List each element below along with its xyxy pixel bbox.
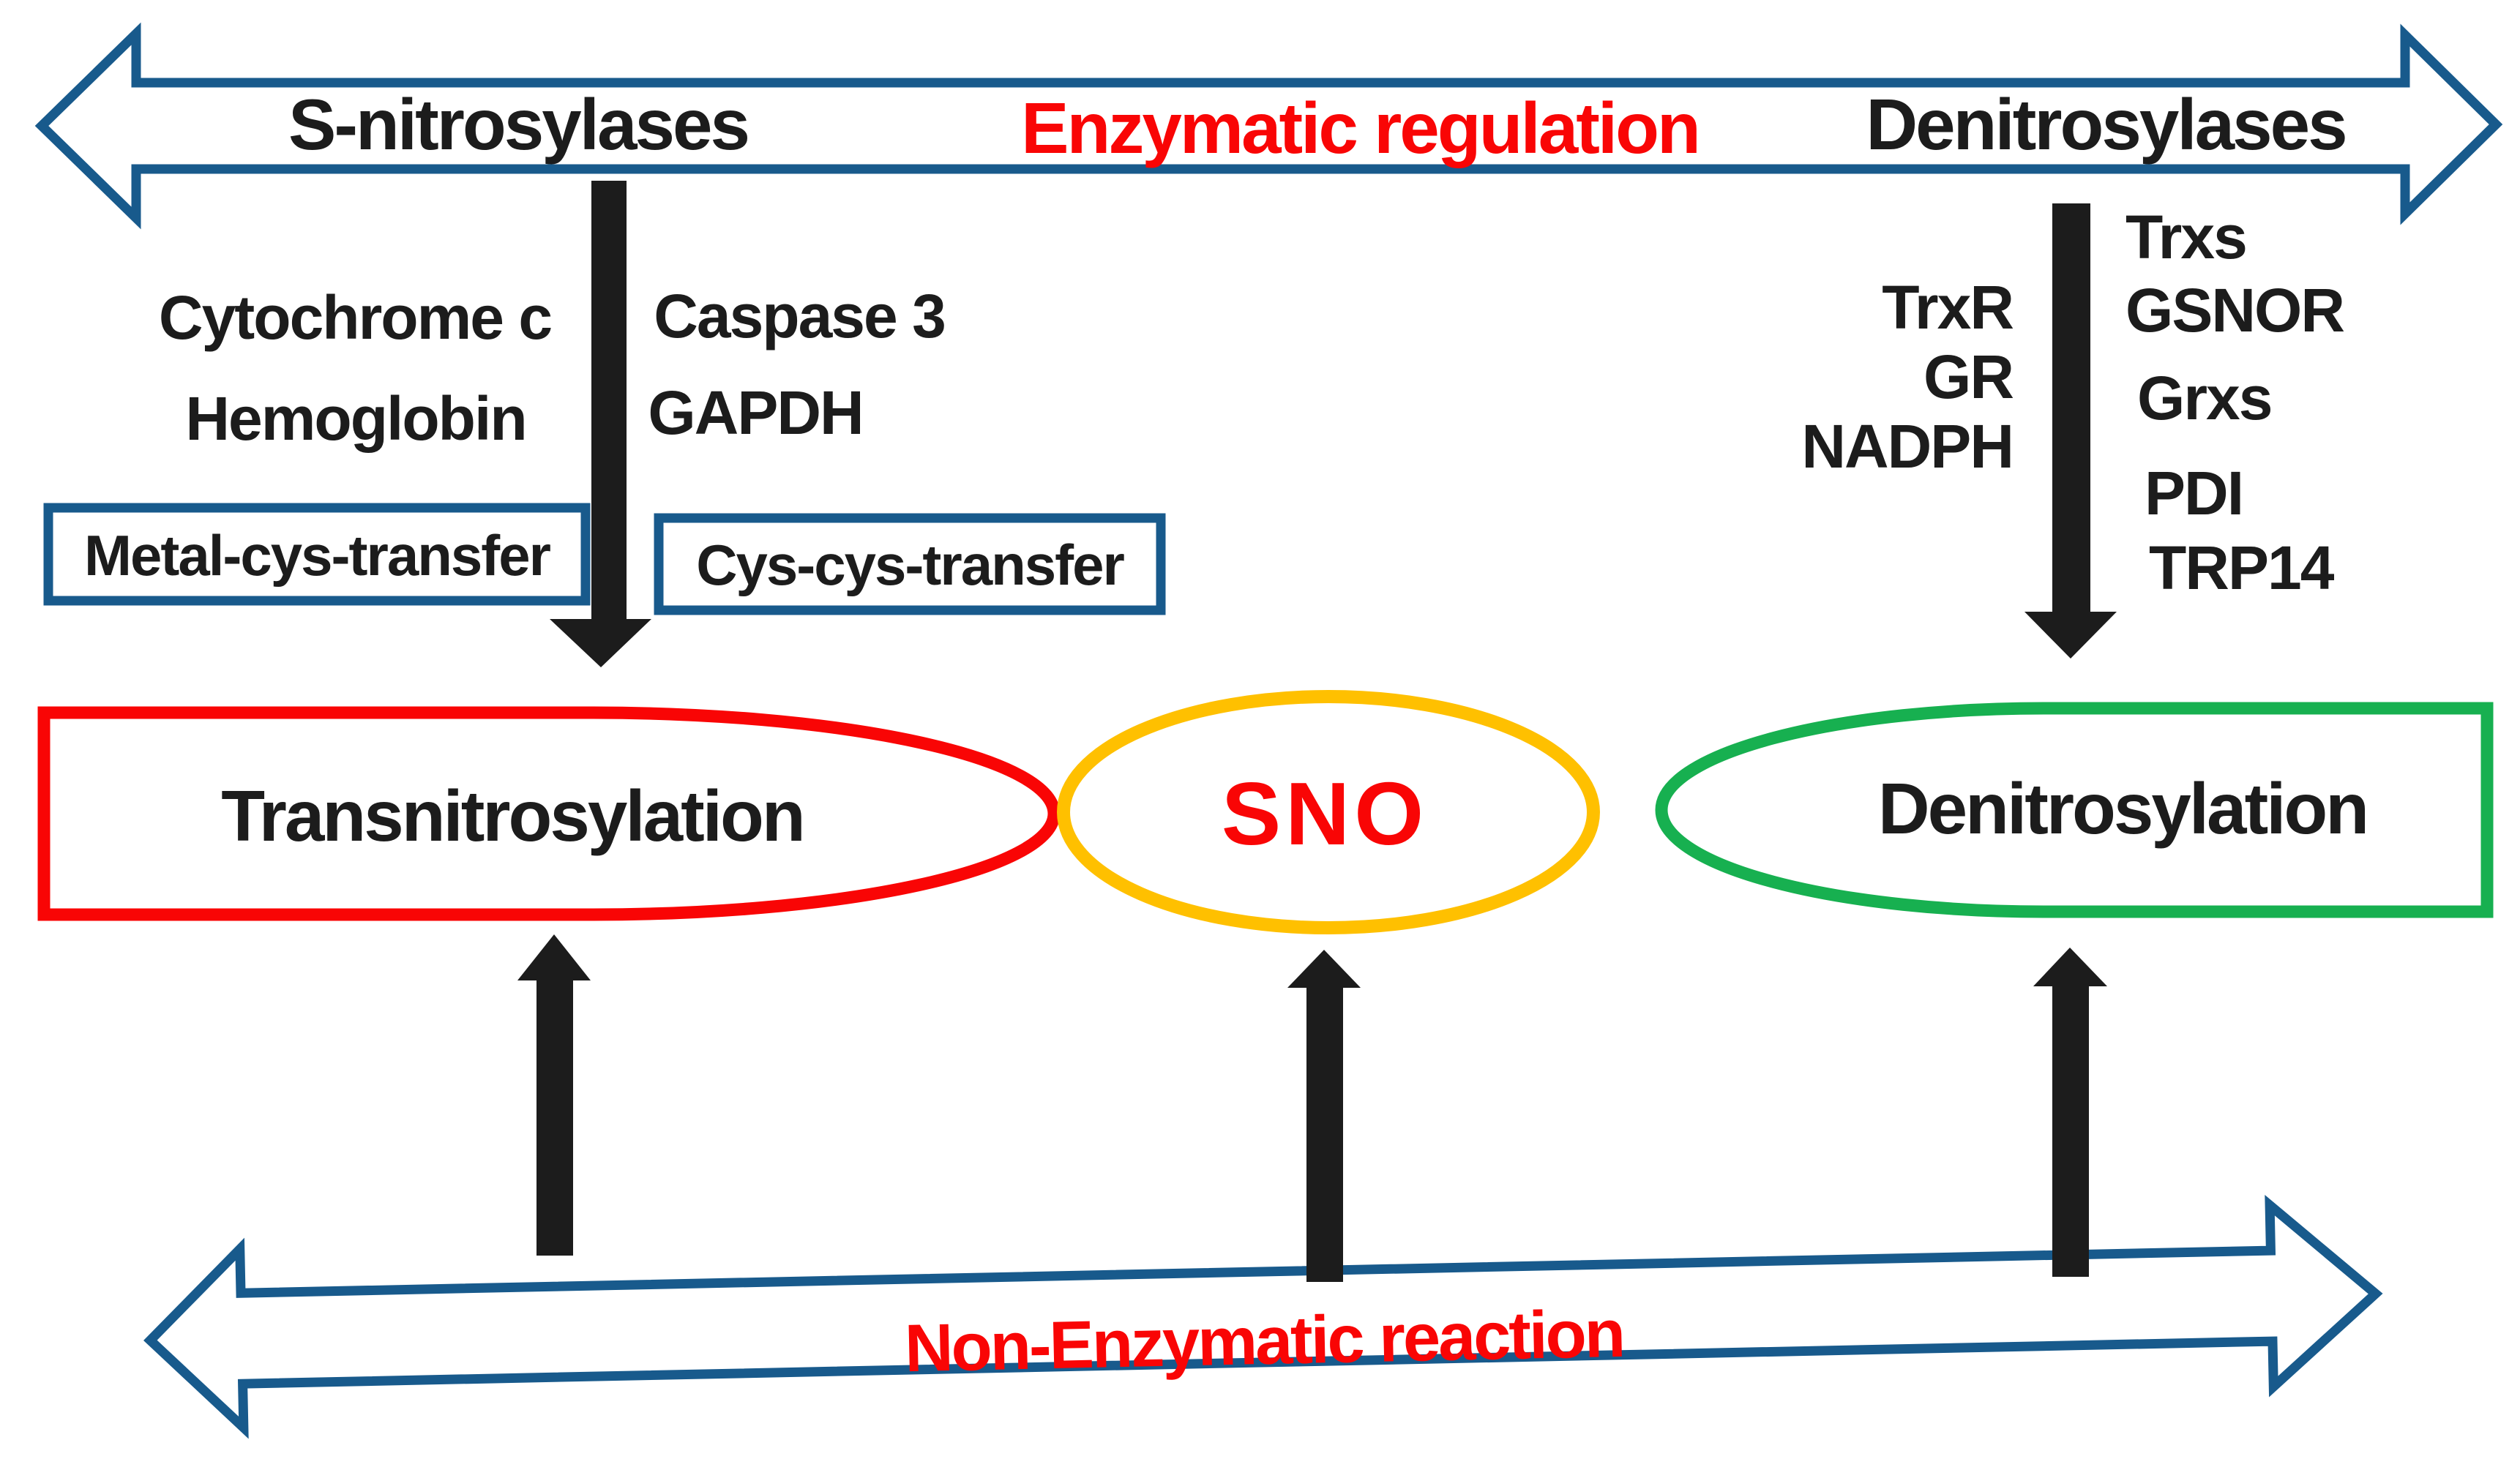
grxs-label: Grxs bbox=[2137, 364, 2273, 432]
transnitrosylation-label: Transnitrosylation bbox=[221, 776, 806, 856]
right-down-arrow bbox=[2024, 203, 2117, 659]
sno-label: SNO bbox=[1221, 764, 1429, 863]
trp14-label: TRP14 bbox=[2149, 533, 2334, 602]
trxs-label: Trxs bbox=[2125, 203, 2248, 271]
middle-up-arrow bbox=[1287, 950, 1361, 1282]
non-enzymatic-double-arrow-band bbox=[143, 1194, 2383, 1439]
metal-cys-transfer-box bbox=[43, 503, 591, 606]
metal-cys-transfer-label: Metal-cys-transfer bbox=[84, 523, 551, 588]
hemoglobin-label: Hemoglobin bbox=[185, 384, 527, 453]
gapdh-label: GAPDH bbox=[648, 378, 864, 447]
left-up-arrow bbox=[517, 934, 591, 1256]
enzymatic-double-arrow-band bbox=[34, 22, 2503, 230]
transnitrosylation-shape bbox=[37, 706, 1061, 921]
left-down-arrow bbox=[550, 181, 651, 667]
denitrosylation-label: Denitrosylation bbox=[1877, 768, 2369, 849]
gsnor-label: GSNOR bbox=[2125, 276, 2345, 345]
nadph-label: NADPH bbox=[1801, 412, 2014, 481]
enzymatic-regulation-label: Enzymatic regulation bbox=[1021, 88, 1701, 168]
trxr-label: TrxR bbox=[1882, 273, 2014, 342]
pdi-label: PDI bbox=[2145, 459, 2244, 528]
sno-ellipse bbox=[1057, 690, 1600, 934]
gr-label: GR bbox=[1923, 342, 2014, 411]
cys-cys-transfer-label: Cys-cys-transfer bbox=[696, 533, 1125, 597]
right-up-arrow bbox=[2033, 948, 2107, 1277]
non-enzymatic-reaction-label: Non-Enzymatic reaction bbox=[904, 1296, 1624, 1387]
caspase-3-label: Caspase 3 bbox=[654, 282, 946, 350]
denitrosylation-shape bbox=[1655, 702, 2494, 918]
cytochrome-c-label: Cytochrome c bbox=[158, 283, 553, 352]
cys-cys-transfer-box bbox=[654, 513, 1166, 615]
s-nitrosylases-label: S-nitrosylases bbox=[288, 84, 750, 165]
denitrosylases-label: Denitrosylases bbox=[1866, 84, 2347, 165]
